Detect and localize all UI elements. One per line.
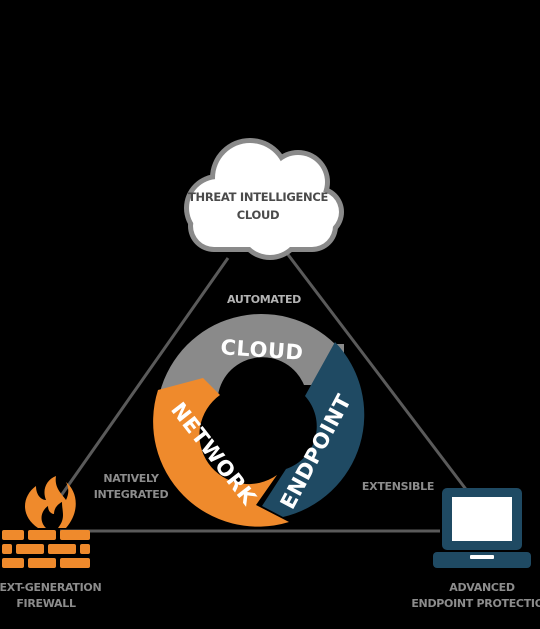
- platform-ring: CLOUD ENDPOINT NETWORK: [153, 313, 365, 527]
- endpoint-label-line2: ENDPOINT PROTECTION: [411, 597, 540, 610]
- ring-label-cloud: CLOUD: [220, 335, 304, 365]
- brick-wall-icon: [2, 530, 90, 568]
- cloud-icon: [184, 138, 344, 260]
- triangle-edges: [56, 247, 470, 533]
- edge-label-automated: AUTOMATED: [227, 293, 301, 306]
- ring-segment-endpoint: [262, 342, 365, 517]
- edge-label-integrated: INTEGRATED: [94, 488, 169, 501]
- ring-center: [218, 378, 306, 466]
- advanced-endpoint-protection-node: ADVANCED ENDPOINT PROTECTION: [411, 488, 540, 610]
- edge-top-right: [281, 247, 470, 493]
- endpoint-label-line1: ADVANCED: [449, 581, 515, 594]
- firewall-label-line1: NEXT-GENERATION: [0, 581, 101, 594]
- flame-icon: [25, 476, 76, 528]
- cloud-label-line1: THREAT INTELLIGENCE: [188, 190, 329, 204]
- firewall-label-line2: FIREWALL: [16, 597, 76, 610]
- ring-segment-cloud: [160, 313, 344, 395]
- cloud-label-line2: CLOUD: [237, 208, 280, 222]
- ring-segment-network: [153, 378, 289, 527]
- threat-intelligence-cloud-node: THREAT INTELLIGENCE CLOUD: [184, 138, 344, 260]
- edge-label-extensible: EXTENSIBLE: [362, 480, 434, 493]
- edge-top-left: [56, 257, 230, 501]
- laptop-icon: [433, 488, 531, 568]
- next-generation-firewall-node: NEXT-GENERATION FIREWALL: [0, 476, 102, 610]
- edge-label-natively: NATIVELY: [103, 472, 160, 485]
